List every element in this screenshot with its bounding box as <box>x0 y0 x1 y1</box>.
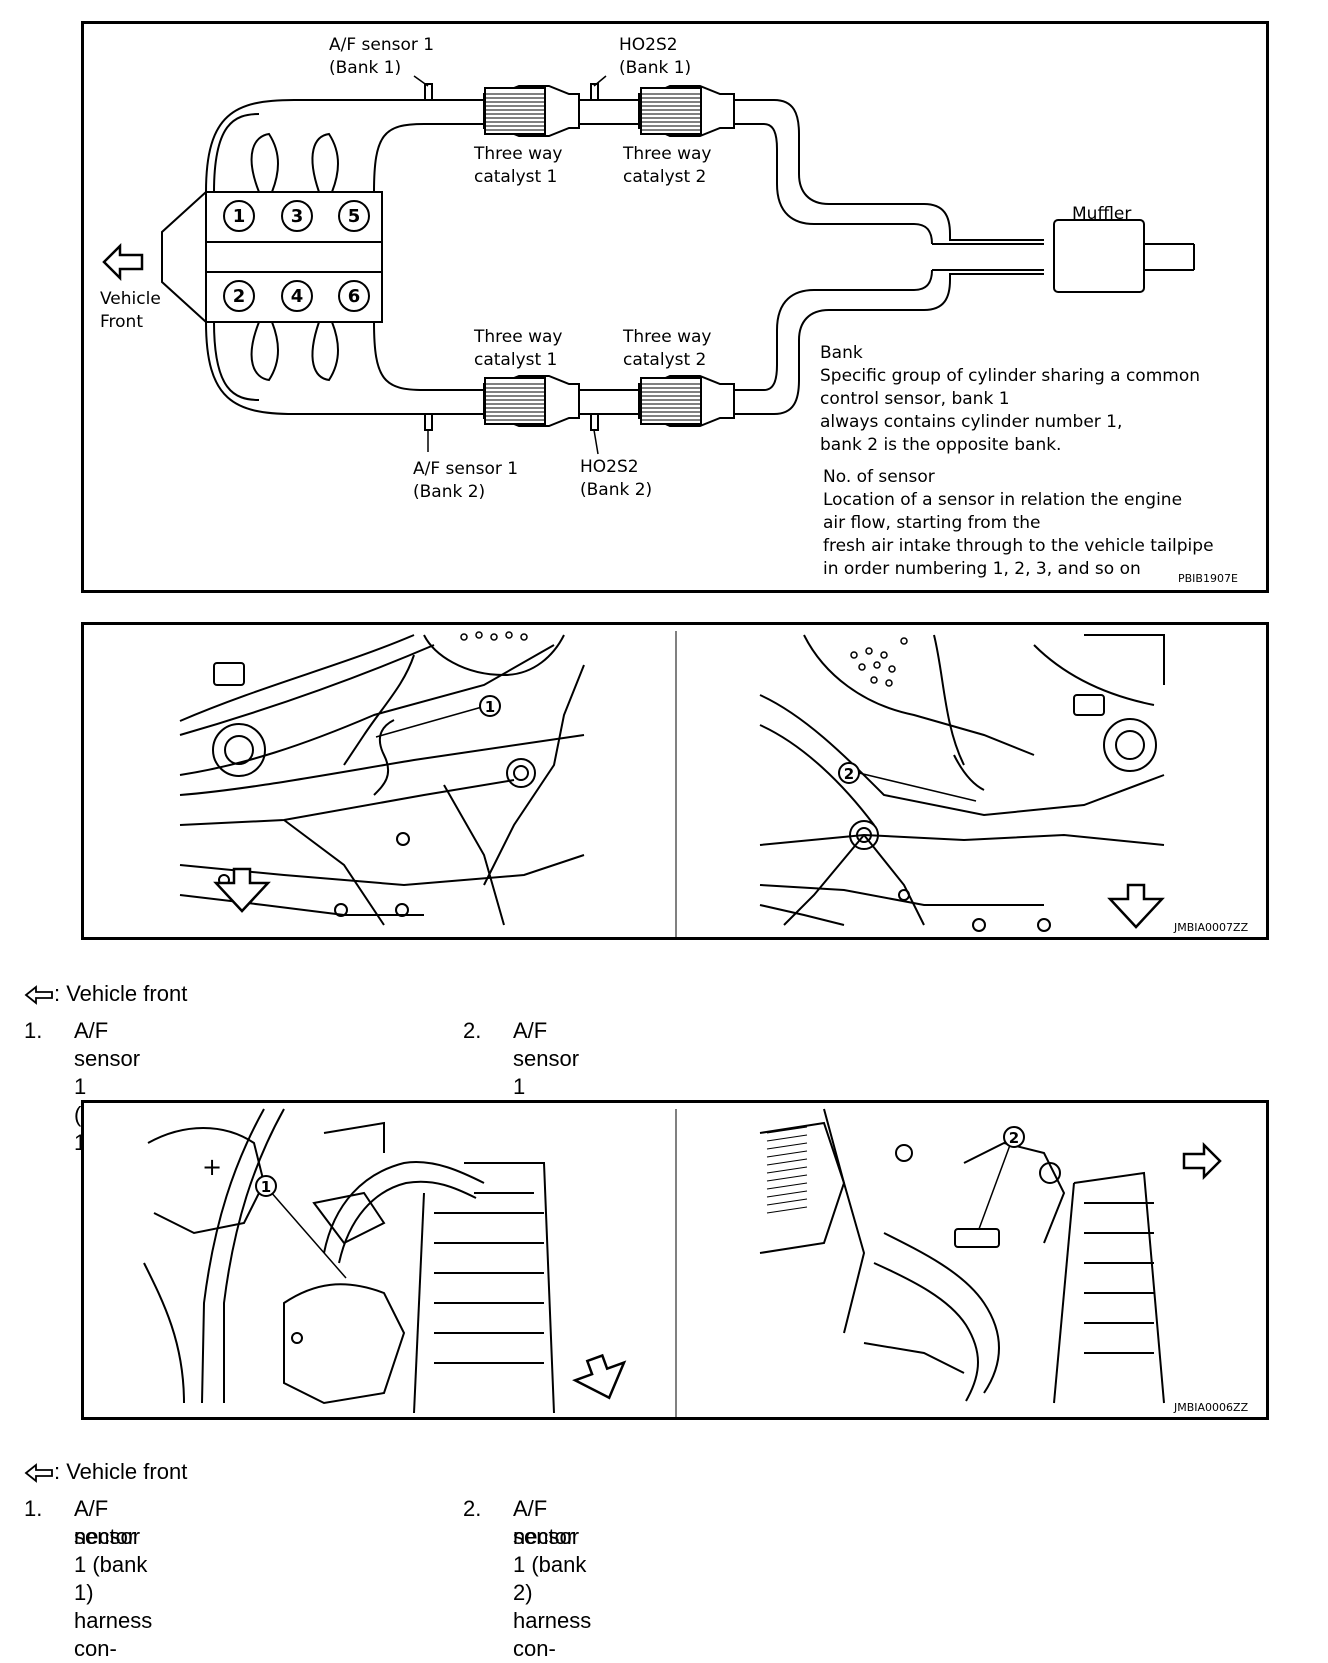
catalyst2-bottom-label: Three way <box>622 327 711 347</box>
legend-item-number: 1. <box>24 1496 43 1521</box>
callout-1: 1 <box>261 1178 271 1196</box>
legend-item-text: A/F sensor 1 (bank 1) harness con- <box>74 1496 153 1661</box>
af-sensor-bank1-label: (Bank 1) <box>329 58 401 78</box>
vehicle-front-legend: : Vehicle front <box>54 1459 188 1484</box>
exhaust-system-diagram: 1 3 5 2 4 6 A/F sensor 1 (Bank 1) HO2S2 … <box>81 21 1269 593</box>
callout-2: 2 <box>844 765 854 783</box>
cylinder-label: 1 <box>233 206 246 227</box>
af-sensor-bank2-marker <box>424 413 433 431</box>
vehicle-front-down-arrow-icon <box>213 867 271 913</box>
vehicle-front-right-arrow-icon <box>1182 1141 1222 1181</box>
af-sensor-bank1-marker <box>424 83 433 101</box>
bank-note-line: Specific group of cylinder sharing a com… <box>820 366 1200 386</box>
catalyst2-bottom-label: catalyst 2 <box>623 350 706 370</box>
vehicle-front-down-arrow-icon <box>1107 883 1165 929</box>
cylinder-1 <box>223 200 255 232</box>
callout-2: 2 <box>1009 1129 1019 1147</box>
callout-2-circle <box>838 762 860 784</box>
sensor-location-svg: 1 2 JMBIA0007ZZ <box>179 631 1249 937</box>
plus-sign: + <box>202 1153 222 1181</box>
vehicle-front-label: Vehicle <box>100 289 161 309</box>
exhaust-diagram-svg: 1 3 5 2 4 6 A/F sensor 1 (Bank 1) HO2S2 … <box>100 35 1238 585</box>
figure-code: JMBIA0006ZZ <box>1173 1401 1249 1414</box>
af-sensor-bank2-label: (Bank 2) <box>413 482 485 502</box>
ho2s2-bank1-label: HO2S2 <box>619 35 678 55</box>
catalyst1-bottom-label: Three way <box>473 327 562 347</box>
cylinder-3 <box>281 200 313 232</box>
harness-connector-figure: + 1 2 <box>81 1100 1269 1420</box>
cylinder-6 <box>338 280 370 312</box>
bank-note-line: bank 2 is the opposite bank. <box>820 435 1061 455</box>
catalyst1-top-label: Three way <box>473 144 562 164</box>
vehicle-front-arrow-icon <box>24 1463 53 1484</box>
catalyst2-top-label: catalyst 2 <box>623 167 706 187</box>
catalyst-hatching <box>485 93 701 421</box>
af-sensor-bank1-label: A/F sensor 1 <box>329 35 434 55</box>
harness-connector-svg: + 1 2 <box>143 1108 1249 1417</box>
figure-code: JMBIA0007ZZ <box>1173 921 1249 934</box>
legend-item-number: 1. <box>24 1018 43 1043</box>
ho2s2-bank2-marker <box>590 413 599 431</box>
callout-1: 1 <box>485 698 495 716</box>
catalyst1-bottom-label: catalyst 1 <box>474 350 557 370</box>
muffler-label: Muffler <box>1072 204 1131 224</box>
left-engine-bay-drawing <box>143 1108 555 1414</box>
ho2s2-bank2-label: (Bank 2) <box>580 480 652 500</box>
af-sensor-bank2-label: A/F sensor 1 <box>413 459 518 479</box>
ho2s2-bank1-label: (Bank 1) <box>619 58 691 78</box>
cylinder-label: 6 <box>348 286 361 307</box>
cylinder-2 <box>223 280 255 312</box>
bank-note-line: Bank <box>820 343 863 363</box>
figure-code: PBIB1907E <box>1178 572 1238 585</box>
sensor-note-line: in order numbering 1, 2, 3, and so on <box>823 559 1141 579</box>
catalyst2-top-label: Three way <box>622 144 711 164</box>
sensor-note-line: No. of sensor <box>823 467 935 487</box>
catalyst1-top-label: catalyst 1 <box>474 167 557 187</box>
legend-item-text: nector <box>513 1524 575 1549</box>
muffler-shape <box>1053 219 1145 293</box>
vehicle-front-label: Front <box>100 312 143 332</box>
vehicle-front-legend: : Vehicle front <box>54 981 188 1006</box>
sensor-location-figure: 1 2 JMBIA0007ZZ <box>81 622 1269 940</box>
cylinder-label: 2 <box>233 286 246 307</box>
left-underbody-drawing <box>179 634 585 926</box>
cylinder-label: 3 <box>291 206 304 227</box>
sensor-note-line: air flow, starting from the <box>823 513 1041 533</box>
cylinder-label: 5 <box>348 206 361 227</box>
vehicle-front-down-arrow-icon <box>572 1353 627 1400</box>
vehicle-front-arrow-icon <box>24 985 53 1006</box>
callout-2-circle <box>1003 1126 1025 1148</box>
cylinder-label: 4 <box>291 286 304 307</box>
sensor-note-line: Location of a sensor in relation the eng… <box>823 490 1182 510</box>
bank-note-line: always contains cylinder number 1, <box>820 412 1122 432</box>
right-underbody-drawing <box>759 634 1165 932</box>
right-engine-bay-drawing <box>759 1108 1165 1404</box>
cylinder-4 <box>281 280 313 312</box>
cylinder-5 <box>338 200 370 232</box>
vehicle-front-arrow-icon <box>102 242 144 282</box>
legend-item-text: nector <box>74 1524 136 1549</box>
legend-item-number: 2. <box>463 1496 482 1521</box>
legend-item-number: 2. <box>463 1018 482 1043</box>
callout-1-circle <box>479 695 501 717</box>
ho2s2-bank1-marker <box>590 83 599 101</box>
legend-item-text: A/F sensor 1 (bank 2) harness con- <box>513 1496 592 1661</box>
bank-note-line: control sensor, bank 1 <box>820 389 1010 409</box>
callout-1-circle <box>255 1175 277 1197</box>
ho2s2-bank2-label: HO2S2 <box>580 457 639 477</box>
sensor-note-line: fresh air intake through to the vehicle … <box>823 536 1214 556</box>
engine-block <box>205 191 383 323</box>
